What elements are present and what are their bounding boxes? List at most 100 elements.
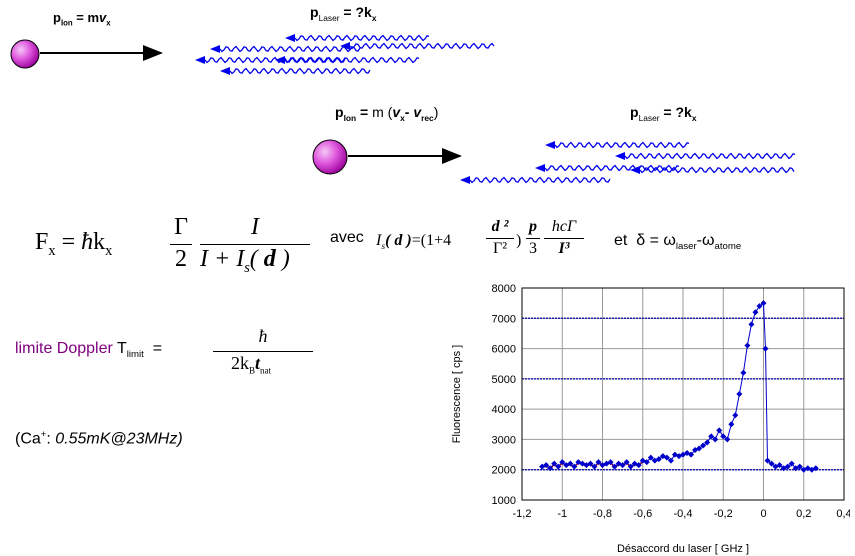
data-point — [736, 391, 743, 397]
x-tick-label: -0,8 — [593, 508, 612, 520]
data-point — [571, 463, 578, 470]
data-point — [700, 442, 707, 449]
ion-particle — [10, 39, 40, 69]
laser-photon-waves — [195, 34, 495, 75]
data-point — [756, 303, 763, 310]
top-scene — [10, 34, 796, 184]
data-point — [611, 463, 618, 470]
data-point — [796, 463, 803, 470]
series-line — [541, 302, 816, 471]
laser-wave-arrowhead — [340, 42, 350, 50]
y-tick-label: 3000 — [492, 434, 516, 446]
delta-definition: et δ = ωlaser-ωatome — [614, 232, 742, 253]
laser-wave — [624, 152, 796, 160]
data-point — [696, 445, 703, 452]
data-point — [768, 460, 775, 467]
data-point — [583, 462, 590, 469]
y-tick-label: 6000 — [492, 344, 516, 356]
data-point — [607, 459, 614, 466]
data-point — [551, 460, 558, 467]
ion-momentum-label: pIon = mvx — [53, 10, 111, 28]
x-tick-label: -0,6 — [633, 508, 652, 520]
x-tick-label: -1 — [557, 508, 567, 520]
data-point — [655, 456, 662, 463]
data-point — [716, 427, 723, 434]
x-tick-label: -1,2 — [513, 508, 532, 520]
data-point — [728, 421, 735, 428]
x-tick-label: -0,2 — [714, 508, 733, 520]
data-point — [704, 439, 711, 446]
data-point — [762, 345, 769, 352]
data-point — [555, 463, 562, 470]
data-point — [603, 460, 610, 467]
laser-wave-arrowhead — [210, 45, 220, 53]
data-point — [712, 436, 719, 443]
laser-wave-arrowhead — [275, 56, 285, 64]
chart-reference-lines — [522, 317, 844, 471]
laser-wave — [554, 141, 690, 149]
data-point — [651, 457, 658, 464]
laser-wave-arrowhead — [285, 34, 295, 42]
data-point — [684, 450, 691, 457]
data-point — [680, 451, 686, 458]
laser-wave — [544, 164, 680, 172]
laser-wave — [219, 45, 361, 53]
laser-wave-arrowhead — [615, 152, 625, 160]
laser-photon-waves — [460, 141, 796, 184]
ion-momentum-recoil-label: pIon = m (vx- vrec) — [335, 104, 439, 123]
data-point — [563, 462, 570, 469]
data-point — [635, 462, 642, 469]
data-point — [667, 457, 674, 464]
laser-wave-arrowhead — [460, 176, 470, 184]
laser-wave-arrowhead — [220, 67, 230, 75]
data-point — [804, 465, 811, 472]
y-tick-label: 5000 — [492, 374, 516, 386]
data-point — [784, 463, 791, 470]
data-point — [760, 300, 767, 307]
data-point — [631, 460, 638, 467]
x-tick-label: -0,4 — [674, 508, 693, 520]
data-point — [708, 433, 715, 440]
laser-wave-arrowhead — [195, 56, 205, 64]
x-tick-label: 0,2 — [796, 508, 811, 520]
calcium-limit: (Ca+: 0.55mK@23MHz) — [15, 429, 183, 448]
data-point — [752, 309, 759, 316]
data-point — [567, 460, 574, 467]
y-tick-label: 2000 — [492, 465, 516, 477]
doppler-limit: limite Doppler Tlimit = — [15, 340, 163, 361]
laser-wave — [469, 176, 611, 184]
y-axis-label: Fluorescence [ cps ] — [451, 345, 463, 443]
data-point — [643, 459, 650, 466]
data-point — [547, 465, 554, 472]
laser-wave-arrowhead — [545, 141, 555, 149]
data-point — [812, 465, 819, 472]
doppler-fraction: ħ 2kBtnat — [213, 326, 313, 376]
data-point — [732, 412, 739, 419]
y-tick-label: 4000 — [492, 404, 516, 416]
data-point — [748, 321, 755, 328]
laser-wave — [204, 56, 346, 64]
data-point — [587, 460, 594, 467]
data-point — [579, 460, 586, 467]
y-tick-label: 1000 — [492, 495, 516, 507]
avec-label: avec — [330, 229, 364, 246]
data-point — [688, 451, 695, 458]
data-point — [595, 459, 602, 466]
laser-wave — [284, 56, 420, 64]
laser-wave — [639, 166, 795, 174]
x-axis-label: Désaccord du laser [ GHz ] — [617, 543, 749, 555]
data-point — [619, 462, 626, 469]
data-point — [591, 463, 598, 470]
doppler-label: limite Doppler — [15, 340, 113, 357]
laser-wave — [294, 34, 430, 42]
data-point — [740, 369, 747, 376]
laser-wave — [229, 67, 371, 75]
laser-wave — [349, 42, 495, 50]
laser-momentum-label: pLaser = ?kx — [630, 104, 697, 123]
data-point — [647, 454, 654, 461]
data-point — [788, 460, 795, 467]
data-point — [744, 342, 751, 349]
data-point — [559, 459, 566, 466]
y-tick-label: 8000 — [492, 283, 516, 295]
